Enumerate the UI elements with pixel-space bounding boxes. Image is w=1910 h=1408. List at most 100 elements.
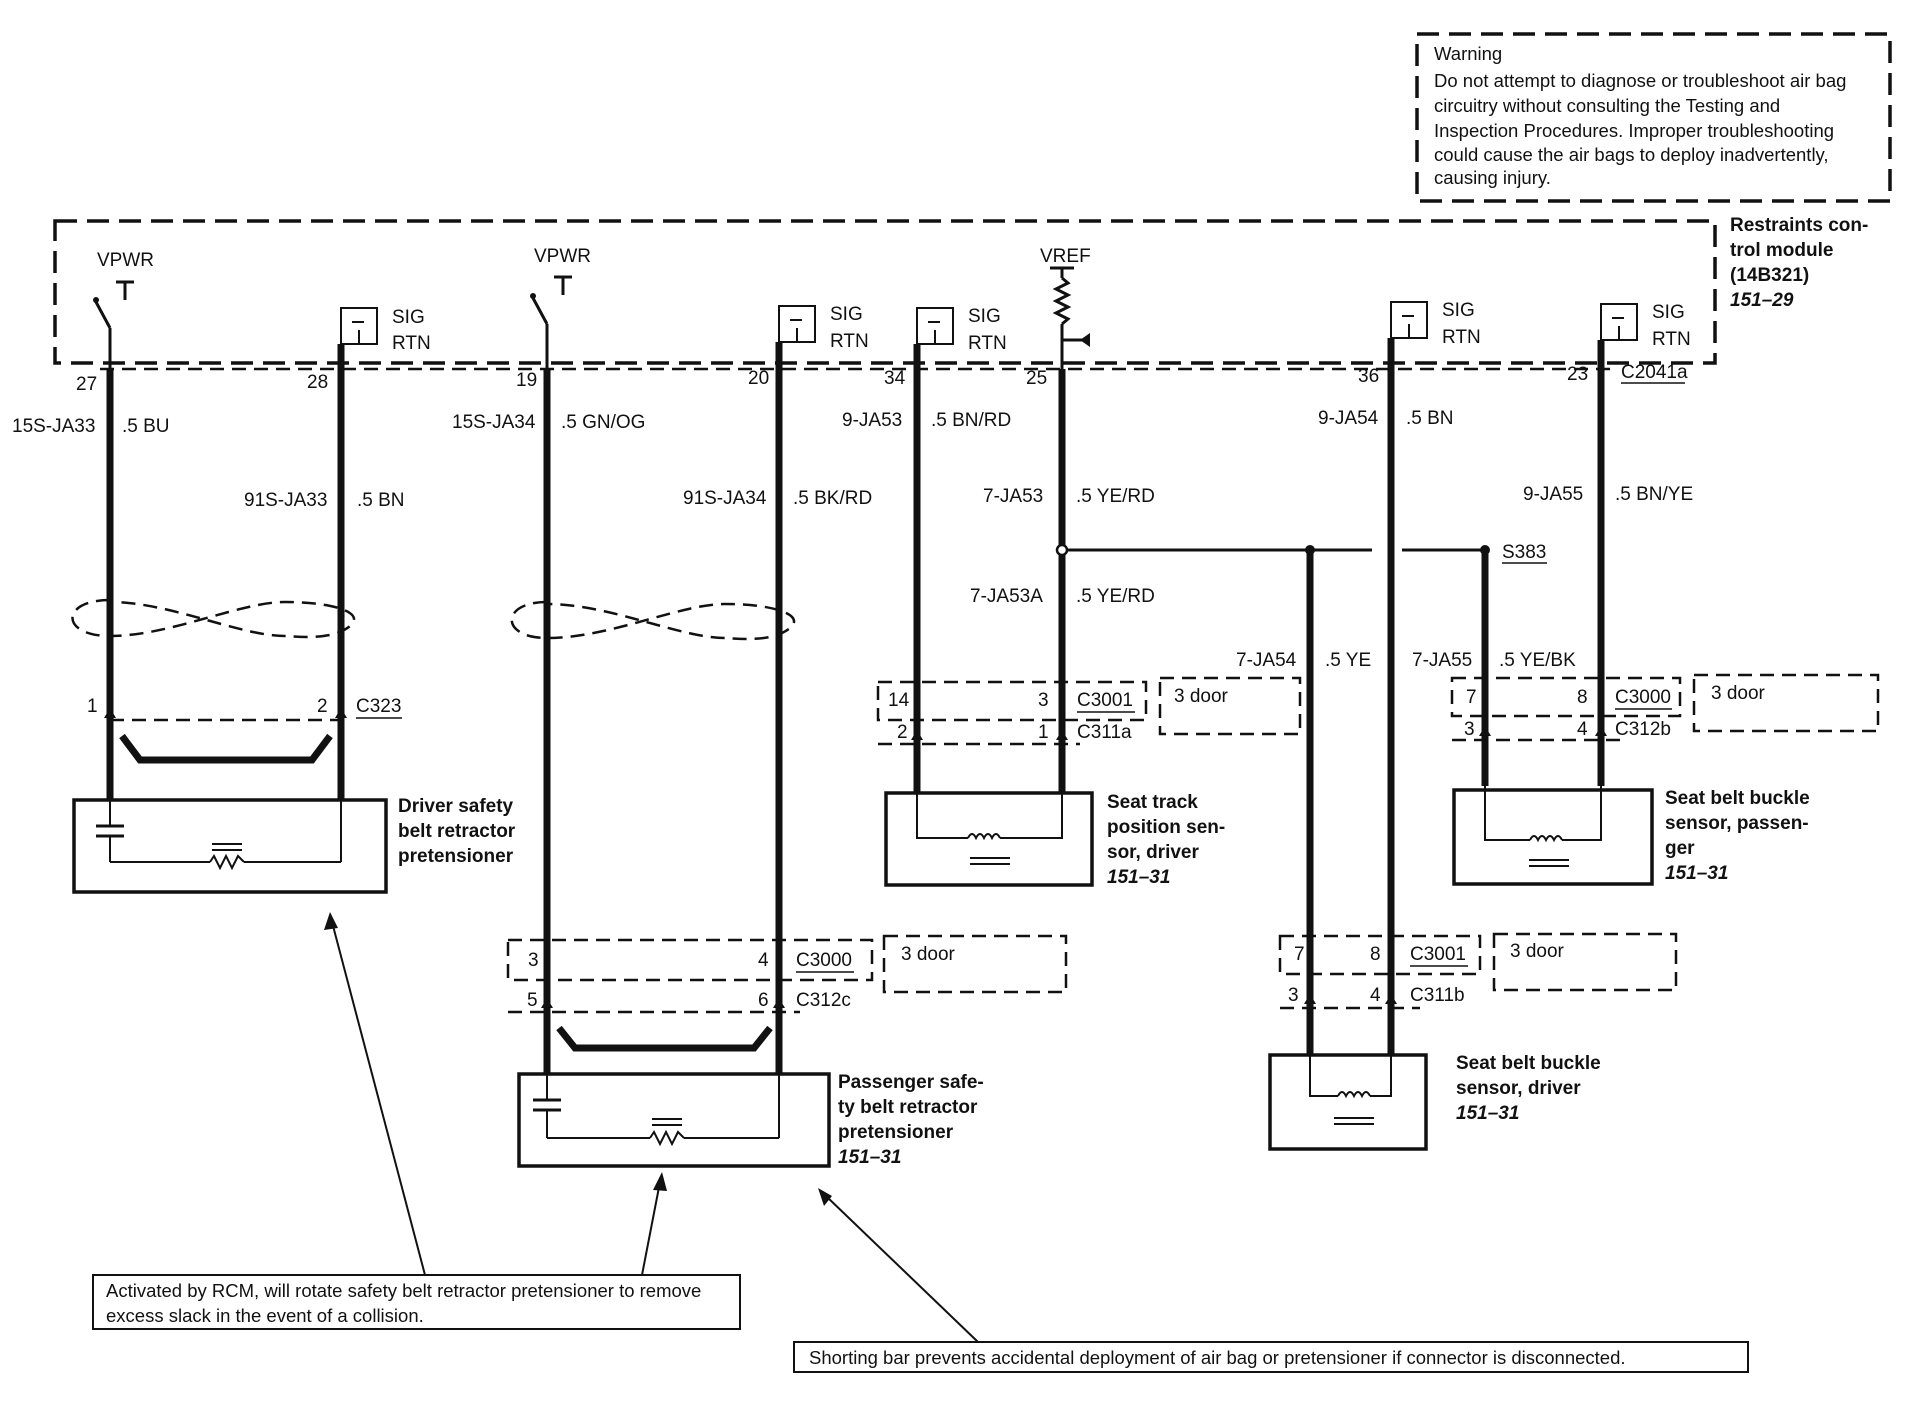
- driver-pretensioner-label-2: belt retractor: [398, 821, 516, 842]
- vpwr-label-2: VPWR: [534, 246, 591, 267]
- three-door-buckle-p: 3 door: [1711, 683, 1766, 704]
- wire-3-id: 15S-JA34: [452, 412, 536, 433]
- wire-11-spec: .5 YE/BK: [1499, 650, 1576, 671]
- wire-11-id: 7-JA55: [1412, 650, 1472, 671]
- rcm-note-line-2: excess slack in the event of a collision…: [106, 1305, 424, 1326]
- c312b-label: C312b: [1615, 719, 1671, 740]
- wire-1-spec: .5 BU: [122, 416, 170, 437]
- c311b-pin-3: 3: [1288, 985, 1299, 1006]
- shorting-note: Shorting bar prevents accidental deploym…: [793, 1188, 1749, 1373]
- pin-23: 23: [1567, 364, 1588, 385]
- wire-2-spec: .5 BN: [357, 490, 405, 511]
- sig-rtn-box-5: SIG RTN: [1600, 302, 1691, 350]
- sig-label-4: SIG: [1442, 300, 1475, 321]
- sig-label-1: SIG: [392, 307, 425, 328]
- driver-pretensioner: Driver safety belt retractor pretensione…: [72, 796, 516, 894]
- seat-track-sensor: Seat track position sen- sor, driver 151…: [884, 791, 1225, 888]
- restraints-control-module: Restraints con- trol module (14B321) 151…: [53, 215, 1868, 384]
- sig-rtn-box-2: SIG RTN: [778, 304, 869, 352]
- rcm-note: Activated by RCM, will rotate safety bel…: [92, 912, 741, 1330]
- seat-track-ref: 151–31: [1107, 867, 1170, 888]
- wire-7-id: 7-JA53A: [970, 586, 1043, 607]
- c323-pin-2: 2: [317, 696, 328, 717]
- vref-label: VREF: [1040, 246, 1091, 267]
- pin-19: 19: [516, 370, 537, 391]
- c3000-mid-pin-4: 4: [758, 950, 769, 971]
- wire-6-id: 7-JA53: [983, 486, 1043, 507]
- three-door-buckle-d: 3 door: [1510, 941, 1565, 962]
- c311a-pin-2: 2: [897, 722, 908, 743]
- three-door-mid: 3 door: [901, 944, 956, 965]
- rtn-label-2: RTN: [830, 331, 869, 352]
- module-connector-label: C2041a: [1621, 362, 1688, 383]
- wire-1-id: 15S-JA33: [12, 416, 95, 437]
- pin-28: 28: [307, 372, 328, 393]
- wire-8-spec: .5 BN: [1406, 408, 1454, 429]
- twisted-pair-2: [510, 600, 796, 641]
- pin-27: 27: [76, 374, 97, 395]
- c3001-top-pin-14: 14: [888, 690, 910, 711]
- c312c-label: C312c: [796, 990, 851, 1011]
- wire-labels: 15S-JA33 .5 BU 91S-JA33 .5 BN 15S-JA34 .…: [12, 408, 1693, 671]
- c323-pin-1: 1: [87, 696, 98, 717]
- connector-c3001-c311b: 7 8 C3001 3 door 3 4 C311b: [1278, 932, 1678, 1010]
- passenger-pretensioner-label-3: pretensioner: [838, 1122, 954, 1143]
- c311b-label: C311b: [1410, 985, 1465, 1006]
- warning-box: Warning Do not attempt to diagnose or tr…: [1415, 32, 1892, 203]
- c3001-top-label: C3001: [1077, 690, 1133, 711]
- c312c-pin-6: 6: [758, 990, 769, 1011]
- twisted-pair-1: [71, 598, 356, 639]
- seat-belt-buckle-passenger: Seat belt buckle sensor, passen- ger 151…: [1452, 786, 1810, 886]
- driver-connector-c323: 1 2 C323: [87, 696, 402, 764]
- warning-line-2: circuitry without consulting the Testing…: [1434, 95, 1780, 116]
- buckle-driver-ref: 151–31: [1456, 1103, 1519, 1124]
- seat-belt-buckle-driver: Seat belt buckle sensor, driver 151–31: [1268, 1053, 1601, 1151]
- sig-label-5: SIG: [1652, 302, 1685, 323]
- c311a-label: C311a: [1077, 722, 1132, 743]
- wire-9-id: 9-JA55: [1523, 484, 1583, 505]
- rtn-label-3: RTN: [968, 333, 1007, 354]
- c3001-low-pin-8: 8: [1370, 944, 1381, 965]
- seat-track-label-2: position sen-: [1107, 817, 1225, 838]
- rtn-label-1: RTN: [392, 333, 431, 354]
- wire-4-spec: .5 BK/RD: [793, 488, 872, 509]
- c311a-pin-1: 1: [1038, 722, 1049, 743]
- c3000-mid-label: C3000: [796, 950, 852, 971]
- connector-c3000-c312b: 7 8 C3000 3 door 3 4 C312b: [1450, 673, 1880, 742]
- c3000-top-pin-7: 7: [1466, 687, 1477, 708]
- wire-7-spec: .5 YE/RD: [1076, 586, 1155, 607]
- wire-2-id: 91S-JA33: [244, 490, 327, 511]
- sig-rtn-box-4: SIG RTN: [1390, 300, 1481, 348]
- c3001-top-pin-3: 3: [1038, 690, 1049, 711]
- seat-track-label-1: Seat track: [1107, 792, 1198, 813]
- wire-5-id: 9-JA53: [842, 410, 902, 431]
- warning-title: Warning: [1434, 43, 1502, 64]
- splice-label: S383: [1502, 542, 1546, 563]
- vpwr-switch-1: VPWR: [93, 250, 154, 369]
- seat-track-label-3: sor, driver: [1107, 842, 1199, 863]
- wire-10-id: 7-JA54: [1236, 650, 1297, 671]
- buckle-passenger-label-1: Seat belt buckle: [1665, 788, 1810, 809]
- pin-36: 36: [1358, 366, 1379, 387]
- passenger-pretensioner-label-2: ty belt retractor: [838, 1097, 978, 1118]
- connector-c3000-c312c: 3 4 C3000 3 door 5 6 C312c: [506, 934, 1068, 1052]
- wire-8-id: 9-JA54: [1318, 408, 1379, 429]
- c3001-low-label: C3001: [1410, 944, 1466, 965]
- warning-line-4: could cause the air bags to deploy inadv…: [1434, 144, 1829, 165]
- passenger-pretensioner-ref: 151–31: [838, 1147, 901, 1168]
- buckle-passenger-ref: 151–31: [1665, 863, 1728, 884]
- vref-resistor: VREF: [1040, 246, 1091, 369]
- c312b-pin-3: 3: [1464, 719, 1475, 740]
- module-name-1: Restraints con-: [1730, 215, 1868, 236]
- c312b-pin-4: 4: [1577, 719, 1588, 740]
- wire-4-id: 91S-JA34: [683, 488, 767, 509]
- connector-c3001-c311a: 14 3 C3001 3 door 2 1 C311a: [876, 676, 1302, 746]
- shorting-bar-1: [119, 733, 333, 764]
- sig-label-2: SIG: [830, 304, 863, 325]
- buckle-driver-label-1: Seat belt buckle: [1456, 1053, 1601, 1074]
- c3000-mid-pin-3: 3: [528, 950, 539, 971]
- module-name-2: trol module: [1730, 240, 1833, 261]
- wire-3-spec: .5 GN/OG: [561, 412, 645, 433]
- splice-s383: S383: [1055, 542, 1547, 564]
